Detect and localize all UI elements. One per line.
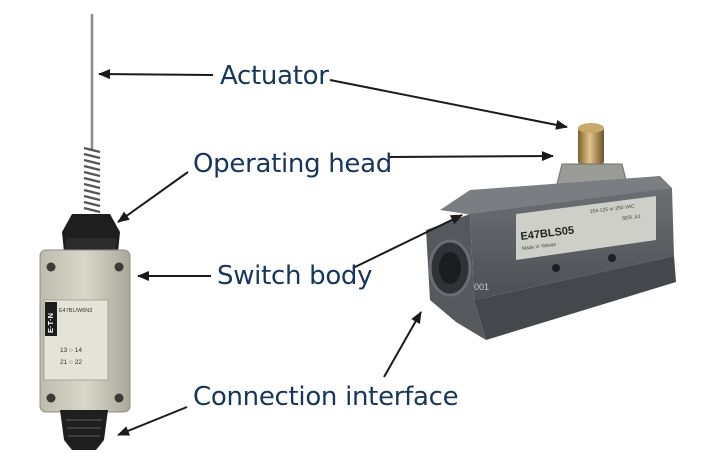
label-switch-body: Switch body xyxy=(217,261,373,291)
right-body-base xyxy=(474,256,676,340)
actuator-spring xyxy=(83,146,101,214)
left-limit-switch: E·T·N E47BL/W6N3 13 ○ 14 21 ○ 22 xyxy=(39,14,131,450)
screw xyxy=(114,393,124,403)
label-operating-head: Operating head xyxy=(193,149,392,179)
right-rating: 15A 125 or 250 VAC xyxy=(590,203,636,215)
right-body-top xyxy=(440,176,672,216)
plunger-top xyxy=(578,123,604,133)
mounting-hole xyxy=(608,254,616,262)
left-model: E47BL/W6N3 xyxy=(59,308,92,314)
left-cable-gland xyxy=(60,410,108,450)
screw xyxy=(114,262,124,272)
right-port-code: 001 xyxy=(474,282,489,292)
conduit-hole xyxy=(439,252,461,284)
right-series: SER. A1 xyxy=(622,214,642,222)
mounting-hole xyxy=(552,264,560,272)
screw xyxy=(46,262,56,272)
callout-arrows xyxy=(98,69,568,436)
plunger-actuator xyxy=(578,126,604,166)
arrow-head-left xyxy=(117,171,189,223)
screw xyxy=(46,393,56,403)
arrow-actuator-right xyxy=(329,79,568,130)
left-terminals-bottom: 21 ○ 22 xyxy=(60,359,82,366)
left-brand: E·T·N xyxy=(46,313,55,333)
head-collar xyxy=(66,238,116,252)
label-connection-interface: Connection interface xyxy=(193,382,459,412)
left-terminals-top: 13 ○ 14 xyxy=(60,347,82,354)
arrow-actuator-left xyxy=(98,69,214,80)
label-actuator: Actuator xyxy=(220,61,329,91)
brand-strip xyxy=(45,302,57,336)
arrow-connection-left xyxy=(117,406,188,436)
right-label-plate xyxy=(516,196,656,260)
arrow-head-right xyxy=(387,151,554,162)
arrow-connection-right xyxy=(383,311,422,378)
gland-ribs xyxy=(66,419,102,437)
right-origin: Made in Taiwan xyxy=(522,242,557,252)
arrow-body-right xyxy=(352,214,463,269)
right-enclosed-switch: E47BLS05 Made in Taiwan 15A 125 or 250 V… xyxy=(426,123,676,340)
